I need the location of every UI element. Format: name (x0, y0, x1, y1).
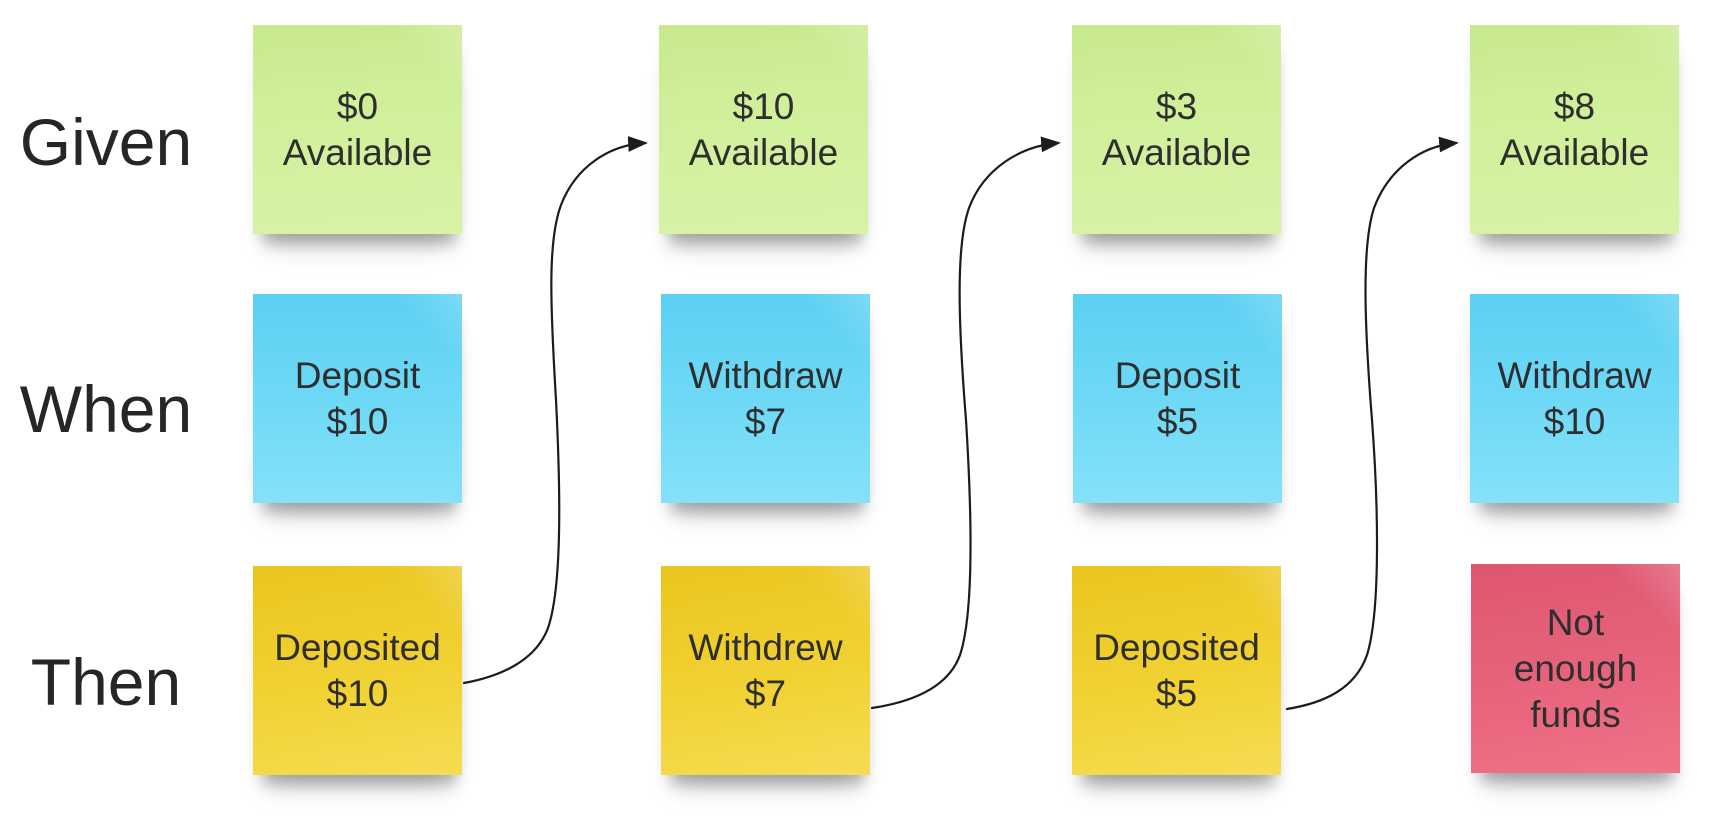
sticky-note-text: Deposited $10 (274, 626, 441, 714)
sticky-note-text: $3 Available (1101, 85, 1252, 173)
sticky-note-given-4[interactable]: $8 Available (1470, 25, 1679, 234)
sticky-note-when-2[interactable]: Withdraw $7 (661, 294, 870, 503)
sticky-note-text: Deposit $10 (294, 354, 421, 442)
sticky-note-given-1[interactable]: $0 Available (253, 25, 462, 234)
sticky-note-text: $0 Available (282, 85, 433, 173)
sticky-note-then-1[interactable]: Deposited $10 (253, 566, 462, 775)
sticky-note-text: Withdraw $10 (1497, 354, 1652, 442)
sticky-note-given-3[interactable]: $3 Available (1072, 25, 1281, 234)
connector-arrow-1[interactable] (462, 136, 648, 685)
sticky-note-text: Withdraw $7 (688, 354, 843, 442)
sticky-note-text: Deposited $5 (1093, 626, 1260, 714)
sticky-note-text: $10 Available (688, 85, 839, 173)
sticky-note-text: Deposit $5 (1114, 354, 1241, 442)
sticky-note-when-4[interactable]: Withdraw $10 (1470, 294, 1679, 503)
sticky-note-then-3[interactable]: Deposited $5 (1072, 566, 1281, 775)
row-label-given[interactable]: Given (19, 105, 193, 179)
sticky-note-text: Withdrew $7 (688, 626, 843, 714)
sticky-note-then-4[interactable]: Not enough funds (1471, 564, 1680, 773)
sticky-note-text: $8 Available (1499, 85, 1650, 173)
sticky-note-when-1[interactable]: Deposit $10 (253, 294, 462, 503)
row-label-then[interactable]: Then (30, 645, 182, 719)
connector-arrow-2[interactable] (870, 136, 1061, 710)
sticky-note-given-2[interactable]: $10 Available (659, 25, 868, 234)
sticky-note-text: Not enough funds (1513, 601, 1638, 735)
connector-arrow-3[interactable] (1285, 136, 1459, 711)
sticky-note-when-3[interactable]: Deposit $5 (1073, 294, 1282, 503)
sticky-note-then-2[interactable]: Withdrew $7 (661, 566, 870, 775)
row-label-when[interactable]: When (19, 372, 193, 446)
